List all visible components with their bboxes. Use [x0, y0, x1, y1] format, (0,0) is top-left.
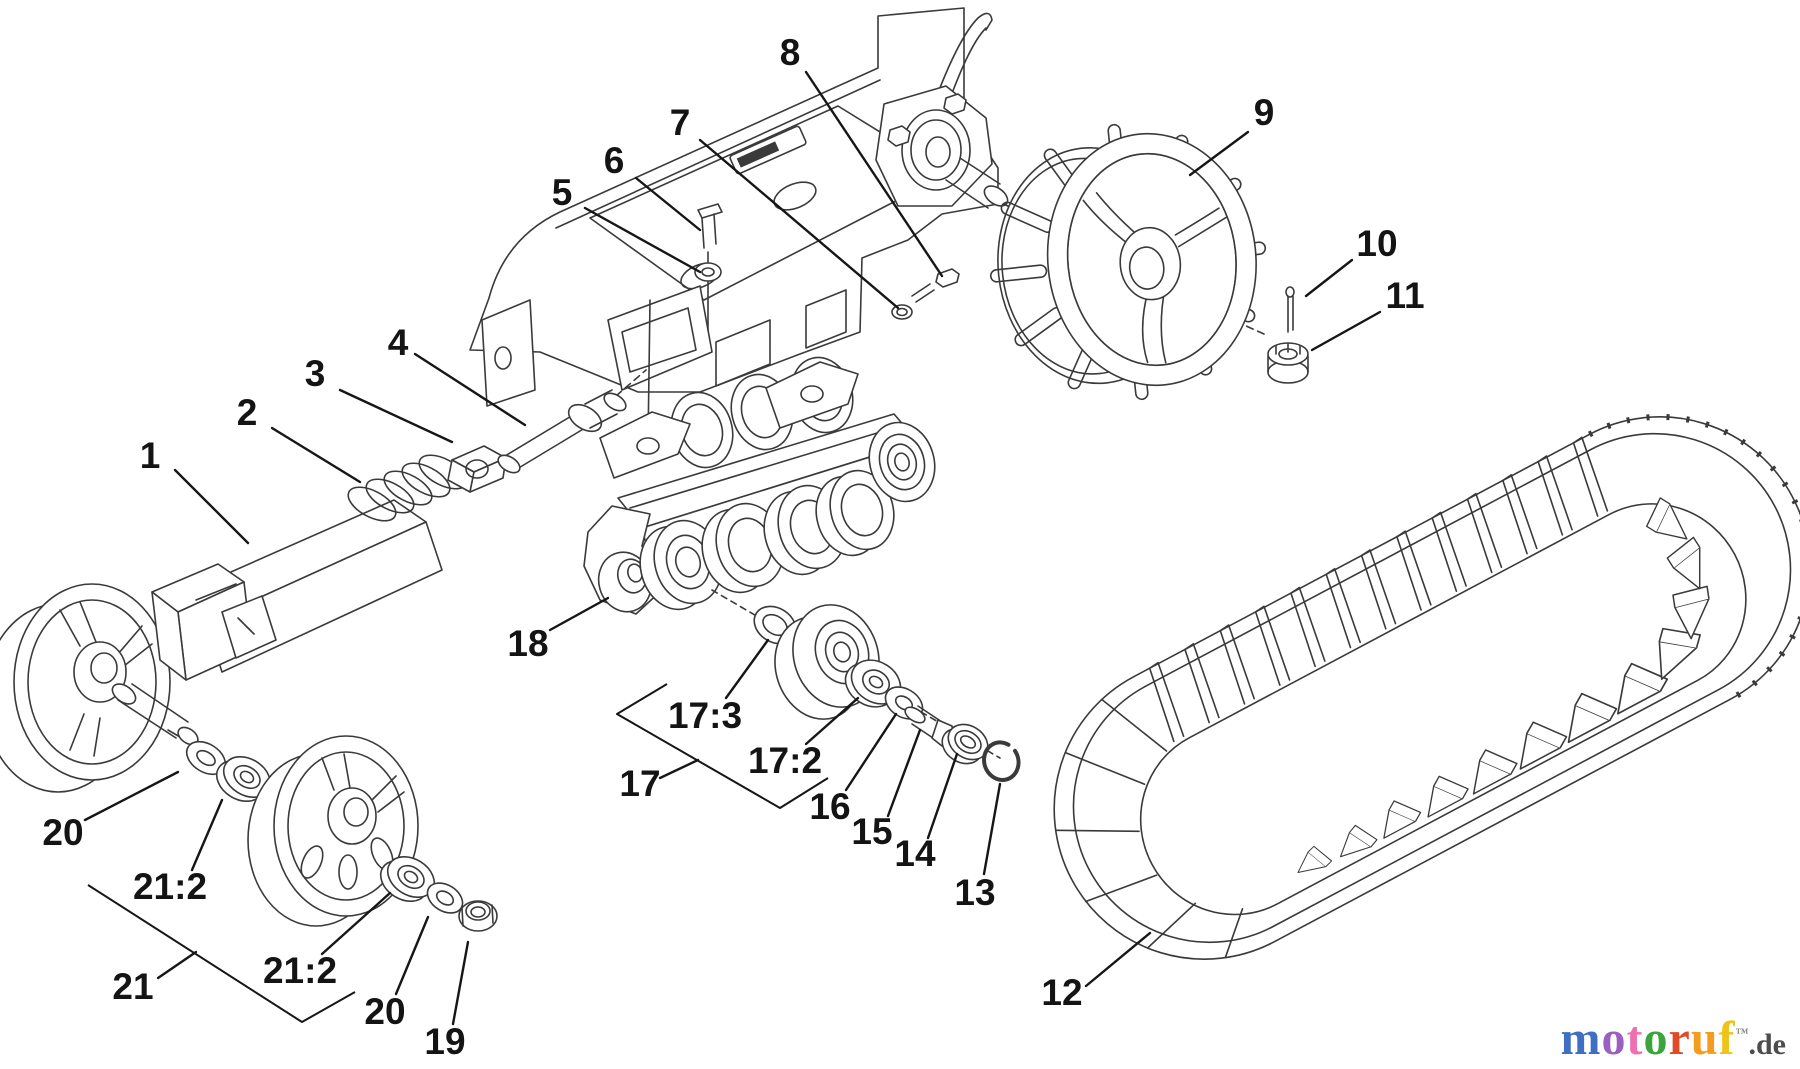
leader-lines	[83, 70, 1382, 1026]
leader-20a	[83, 770, 180, 822]
callout-19: 19	[424, 1021, 465, 1062]
callout-13: 13	[954, 872, 995, 913]
callout-15: 15	[851, 811, 892, 852]
callout-8: 8	[780, 32, 801, 73]
track-inner-opening	[1139, 503, 1747, 916]
callout-labels: 1 2 3 4 5 6 7 8 9 10 11 12 13 14 15 16 1…	[42, 32, 1424, 1062]
callout-5: 5	[552, 172, 573, 213]
leader-1	[173, 468, 250, 545]
track-end-treads	[1054, 698, 1244, 959]
leader-8	[804, 70, 944, 278]
logo-letter: r	[1668, 1012, 1691, 1065]
leader-5	[583, 206, 702, 274]
leader-15	[886, 728, 922, 818]
callout-17: 17	[619, 763, 660, 804]
group-bracket-17	[616, 683, 829, 809]
locknut	[458, 900, 498, 932]
leader-4	[413, 352, 527, 427]
leader-16	[844, 712, 898, 792]
logo-letter: u	[1690, 1012, 1719, 1065]
hub-bolt	[943, 93, 967, 115]
snap-ring	[982, 740, 1021, 782]
callout-21-2a: 21:2	[133, 866, 207, 907]
leader-17-2	[804, 696, 860, 746]
callout-2: 2	[237, 392, 258, 433]
adjuster-nut-block	[447, 445, 507, 493]
leader-2	[270, 426, 362, 484]
mount-nut	[694, 262, 722, 282]
idler-arm	[151, 499, 443, 681]
callout-4: 4	[388, 322, 409, 363]
flange-nut	[891, 304, 913, 320]
group-bracket-21	[87, 884, 356, 1023]
callout-9: 9	[1254, 92, 1275, 133]
callout-21-2b: 21:2	[263, 950, 337, 991]
logo-letter: o	[1643, 1012, 1669, 1065]
callout-3: 3	[305, 353, 326, 394]
skirt-cutouts	[715, 289, 847, 387]
mount-bolt	[697, 203, 723, 249]
callout-7: 7	[670, 102, 691, 143]
leader-13	[982, 782, 1002, 876]
leader-18	[548, 596, 610, 632]
leader-7	[698, 138, 900, 310]
bogie-roller-bottom	[639, 421, 936, 611]
bearing	[379, 855, 436, 903]
leader-21-2b	[320, 891, 392, 956]
logo-letter: o	[1601, 1012, 1627, 1065]
warning-decal	[729, 125, 807, 175]
callout-6: 6	[604, 140, 625, 181]
front-idler-wheel	[0, 583, 171, 793]
leader-14	[926, 752, 959, 840]
idler-axle	[111, 683, 199, 746]
leader-20b	[394, 915, 430, 996]
callout-12: 12	[1041, 972, 1082, 1013]
leader-3	[338, 388, 454, 444]
logo-letter: t	[1626, 1012, 1644, 1065]
hub-bolt	[887, 125, 911, 147]
leader-12	[1084, 931, 1152, 988]
callout-10: 10	[1356, 223, 1397, 264]
cotter-pin	[1285, 286, 1295, 333]
idler-arm-assembly	[0, 389, 627, 932]
callout-1: 1	[140, 435, 161, 476]
bogie-mount-plate	[599, 361, 859, 479]
leader-21-2a	[190, 798, 224, 872]
frame-bracket	[481, 299, 536, 407]
leader-11	[1310, 310, 1382, 352]
callout-21: 21	[112, 966, 153, 1007]
logo-letter: m	[1560, 1012, 1602, 1065]
leader-10	[1304, 258, 1354, 298]
callout-17-2: 17:2	[748, 740, 822, 781]
sprocket-spokes	[1082, 192, 1227, 364]
castle-nut	[1267, 342, 1309, 384]
leader-19	[451, 940, 470, 1026]
leader-6	[634, 176, 702, 232]
roller-cap	[941, 723, 989, 765]
adjuster-rod	[497, 389, 627, 474]
bogie-assembly	[583, 356, 1021, 782]
callout-14: 14	[894, 833, 936, 874]
logo-domain-suffix: .de	[1748, 1028, 1787, 1061]
callout-18: 18	[507, 623, 548, 664]
rear-idler-wheel	[247, 735, 419, 927]
rubber-track	[1053, 413, 1800, 960]
watermark-logo[interactable]: motoruf™.de	[1561, 1015, 1786, 1063]
leader-17-3	[724, 638, 770, 700]
callout-20a: 20	[42, 812, 83, 853]
callout-20b: 20	[364, 991, 405, 1032]
callout-17-3: 17:3	[668, 695, 742, 736]
callout-11: 11	[1385, 275, 1424, 316]
track-frame	[469, 7, 1265, 444]
axle-hub	[875, 85, 1009, 209]
leader-9	[1188, 130, 1250, 177]
trademark-mark: ™	[1735, 1025, 1749, 1040]
receiver-tube	[607, 285, 713, 391]
drive-sprocket	[989, 123, 1267, 401]
callout-16: 16	[809, 786, 850, 827]
logo-letter: f	[1718, 1012, 1736, 1065]
